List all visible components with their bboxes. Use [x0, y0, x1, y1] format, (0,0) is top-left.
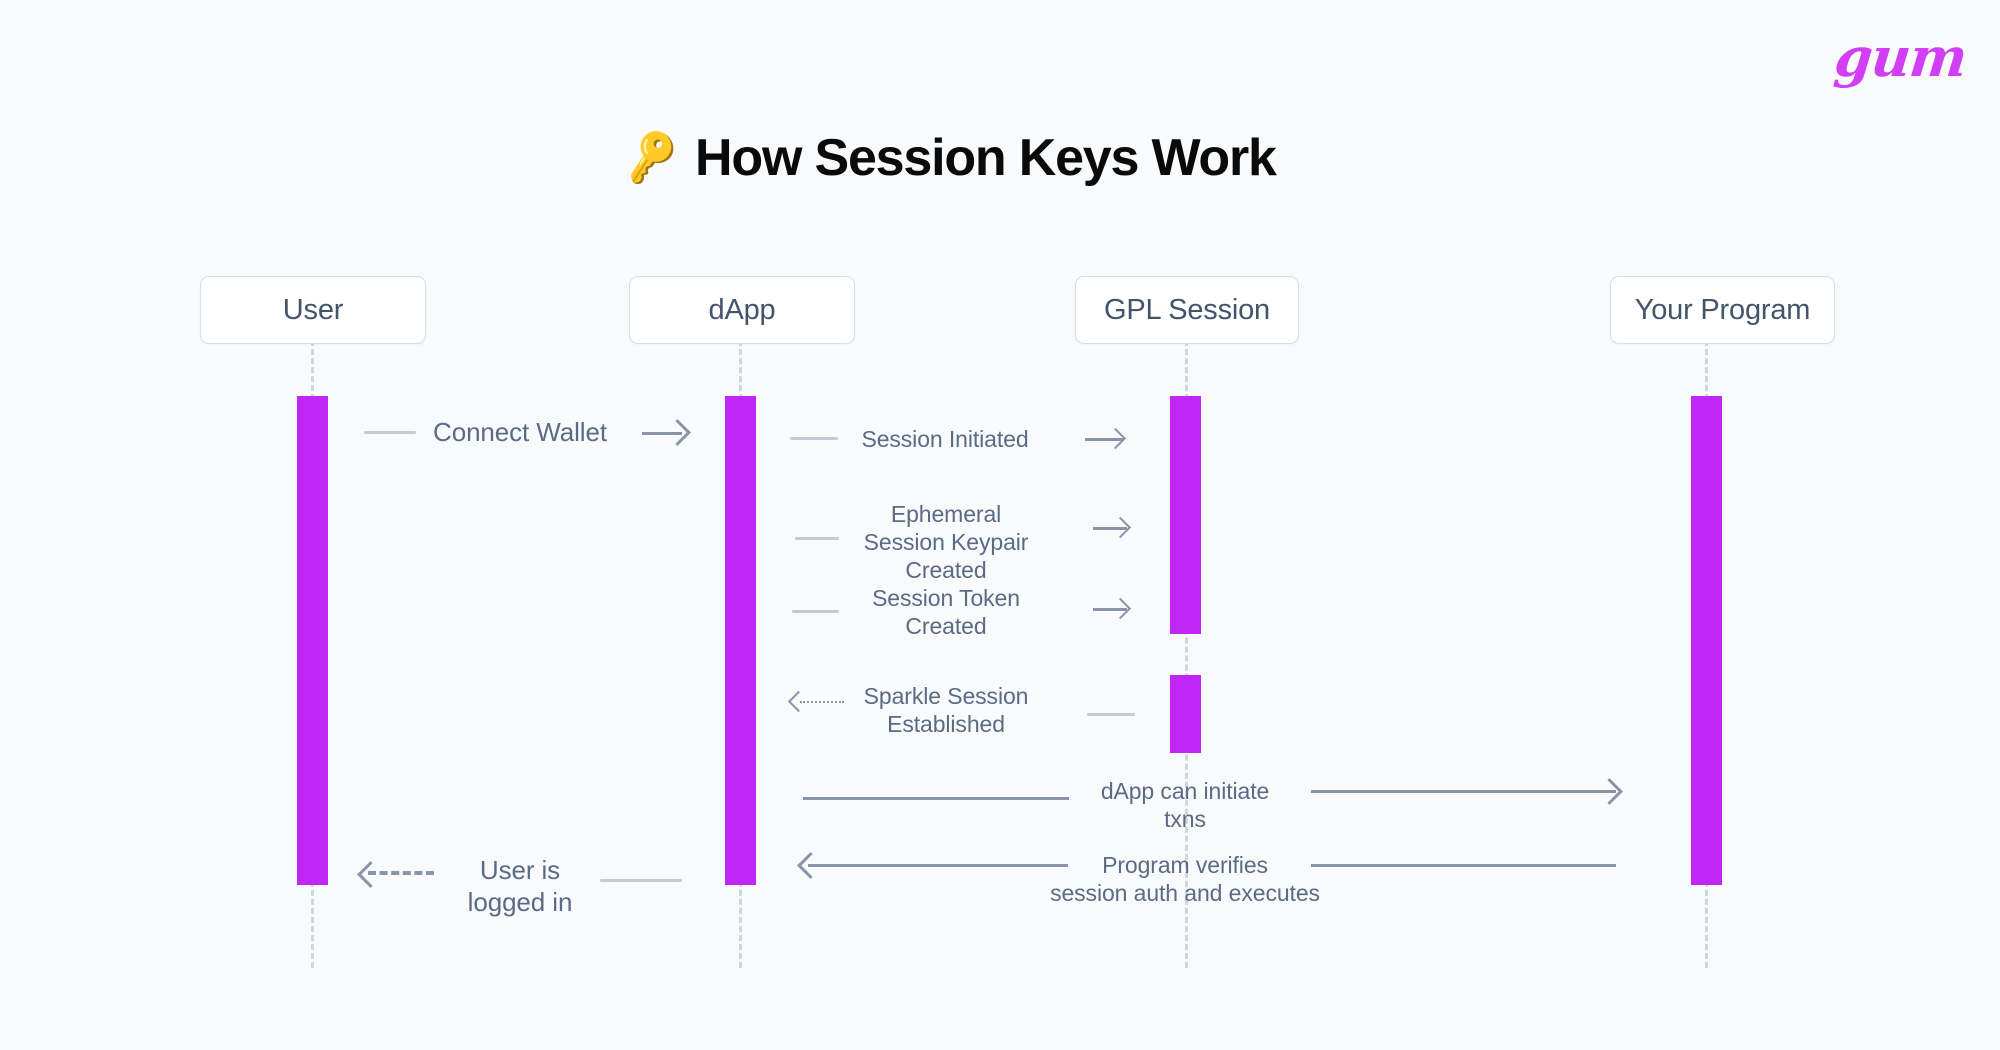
message-ephemeral-session-keypair-created-label: Ephemeral Session Keypair Created — [863, 501, 1029, 584]
message-user-is-logged-in-arrow-line — [368, 871, 434, 875]
message-session-initiated-arrow-head — [1104, 427, 1127, 450]
message-dapp-can-initiate-txns-line-right — [1311, 790, 1616, 793]
message-sparkle-session-established-line — [1087, 713, 1135, 716]
message-session-initiated-label: Session Initiated — [861, 426, 1029, 452]
dapp-activation-bar — [725, 396, 756, 885]
user-activation-bar — [297, 396, 328, 885]
message-ephemeral-session-keypair-created-arrow-head — [1109, 516, 1132, 539]
lifeline-gpl — [1185, 313, 1188, 968]
participant-user[interactable]: User — [200, 276, 426, 344]
your-program-activation-bar — [1691, 396, 1722, 885]
message-connect-wallet-label: Connect Wallet — [433, 417, 607, 447]
message-session-token-created-label: Session Token Created — [872, 585, 1020, 640]
message-connect-wallet-arrow-line — [642, 432, 682, 435]
message-session-initiated-arrow-line — [1085, 438, 1123, 441]
message-ephemeral-session-keypair-created-line — [795, 537, 839, 540]
message-sparkle-session-established-arrow-line — [800, 701, 844, 703]
participant-dapp-label: dApp — [708, 293, 776, 326]
gpl-session-activation-bar-1 — [1170, 396, 1201, 634]
message-dapp-can-initiate-txns-label: dApp can initiate txns — [1100, 778, 1270, 833]
message-session-initiated-line — [790, 437, 838, 440]
message-program-verifies-line-left — [808, 864, 1068, 867]
gum-logo: gum — [1831, 25, 1970, 89]
message-program-verifies-line-right — [1311, 864, 1616, 867]
participant-gpl-session-label: GPL Session — [1104, 293, 1270, 326]
message-ephemeral-session-keypair-created-arrow-line — [1093, 527, 1127, 530]
participant-your-program-label: Your Program — [1634, 293, 1811, 326]
message-dapp-can-initiate-txns-line-left — [803, 797, 1069, 800]
message-program-verifies-label: Program verifies session auth and execut… — [1050, 852, 1320, 907]
participant-user-label: User — [282, 293, 344, 326]
message-session-token-created-arrow-head — [1109, 597, 1132, 620]
message-user-is-logged-in-line — [600, 879, 682, 882]
gpl-session-activation-bar-2 — [1170, 675, 1201, 753]
message-connect-wallet-arrow-head — [664, 419, 691, 446]
key-emoji: 🔑 — [619, 127, 684, 188]
message-sparkle-session-established-arrow-head — [787, 690, 810, 713]
participant-dapp[interactable]: dApp — [629, 276, 855, 344]
message-user-is-logged-in-label: User is logged in — [467, 855, 573, 917]
message-session-token-created-arrow-line — [1093, 608, 1127, 611]
page-title-text: How Session Keys Work — [695, 129, 1277, 187]
message-dapp-can-initiate-txns-arrow-head — [1596, 778, 1623, 805]
message-sparkle-session-established-label: Sparkle Session Established — [863, 683, 1029, 738]
participant-your-program[interactable]: Your Program — [1610, 276, 1835, 344]
participant-gpl-session[interactable]: GPL Session — [1075, 276, 1299, 344]
page-title: 🔑 How Session Keys Work — [0, 128, 1900, 188]
message-session-token-created-line — [792, 610, 839, 613]
message-connect-wallet-line — [364, 431, 416, 434]
